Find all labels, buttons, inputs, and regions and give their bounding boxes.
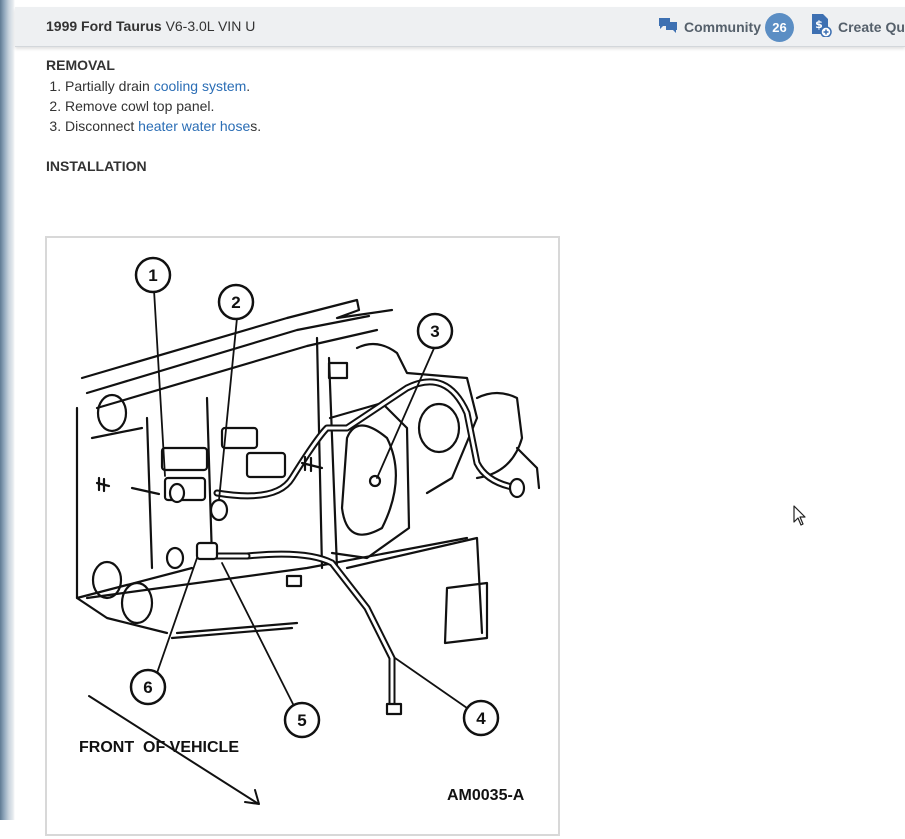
dollar-document-icon: $ xyxy=(810,13,832,42)
step-text: Disconnect xyxy=(65,118,139,134)
callout-5: 5 xyxy=(297,711,306,730)
removal-section: REMOVAL Partially drain cooling system. … xyxy=(46,57,261,136)
diagram-drawing: 1 2 3 4 5 6 FRONT OF VEHICLE AM0035-A xyxy=(75,256,541,805)
figure-code-label: AM0035-A xyxy=(447,787,525,804)
front-of-vehicle-label: FRONT OF VEHICLE xyxy=(79,739,239,756)
cooling-system-link[interactable]: cooling system xyxy=(153,78,247,94)
step-text: Partially drain xyxy=(65,78,154,94)
create-quote-button[interactable]: $ Create Quo xyxy=(810,13,905,41)
callout-6: 6 xyxy=(143,678,152,697)
installation-heading: INSTALLATION xyxy=(46,158,147,174)
removal-step: Remove cowl top panel. xyxy=(65,96,261,116)
removal-step: Disconnect heater water hoses. xyxy=(65,116,261,136)
svg-text:$: $ xyxy=(815,18,823,31)
chat-bubbles-icon xyxy=(658,16,678,39)
removal-step: Partially drain cooling system. xyxy=(65,76,261,96)
removal-heading: REMOVAL xyxy=(46,57,115,73)
header-bar: 1999 Ford Taurus V6-3.0L VIN U Community… xyxy=(15,7,905,47)
vehicle-make: 1999 Ford Taurus xyxy=(46,18,162,34)
step-text: s. xyxy=(250,118,262,134)
callout-1: 1 xyxy=(148,266,157,285)
heater-hose-diagram: 1 2 3 4 5 6 FRONT OF VEHICLE AM0035-A xyxy=(45,236,560,836)
window-edge xyxy=(0,0,15,820)
callout-2: 2 xyxy=(231,293,240,312)
create-quote-label: Create Quo xyxy=(838,19,905,35)
community-button[interactable]: Community 26 xyxy=(658,12,794,42)
community-count-badge: 26 xyxy=(765,12,794,42)
step-text: Remove cowl top panel. xyxy=(65,98,215,114)
mouse-pointer-icon xyxy=(793,505,807,532)
vehicle-engine: V6-3.0L VIN U xyxy=(165,18,256,34)
vehicle-title: 1999 Ford Taurus V6-3.0L VIN U xyxy=(46,18,255,34)
callout-3: 3 xyxy=(430,322,439,341)
step-text: . xyxy=(246,78,251,94)
callout-4: 4 xyxy=(476,709,486,728)
heater-water-hose-link[interactable]: heater water hose xyxy=(138,118,251,134)
community-label: Community xyxy=(684,19,761,35)
removal-steps: Partially drain cooling system. Remove c… xyxy=(46,76,261,136)
